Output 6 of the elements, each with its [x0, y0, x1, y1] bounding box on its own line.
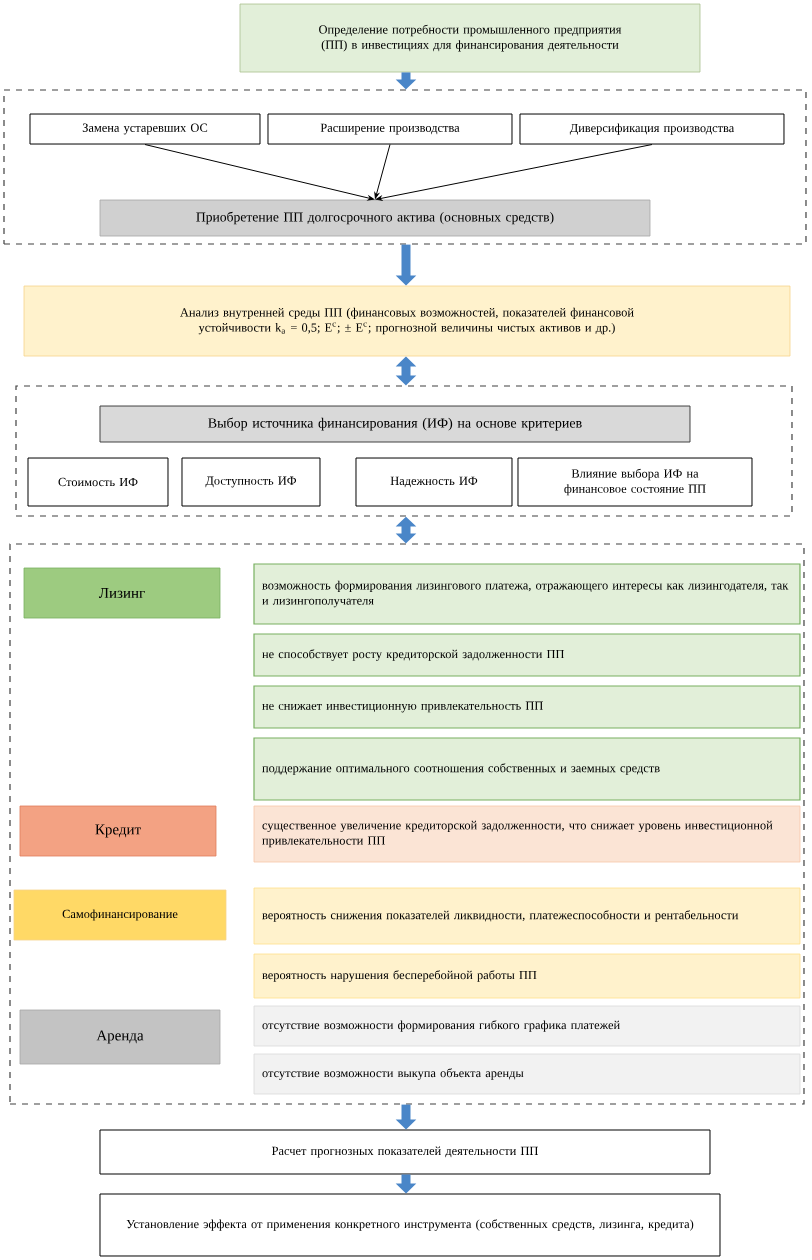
dashed-frame — [3, 89, 807, 245]
arrow — [144, 144, 375, 201]
dashed-frame — [15, 385, 793, 517]
arrow — [375, 144, 653, 201]
dashed-frame — [9, 543, 805, 1105]
arrow — [374, 144, 391, 199]
